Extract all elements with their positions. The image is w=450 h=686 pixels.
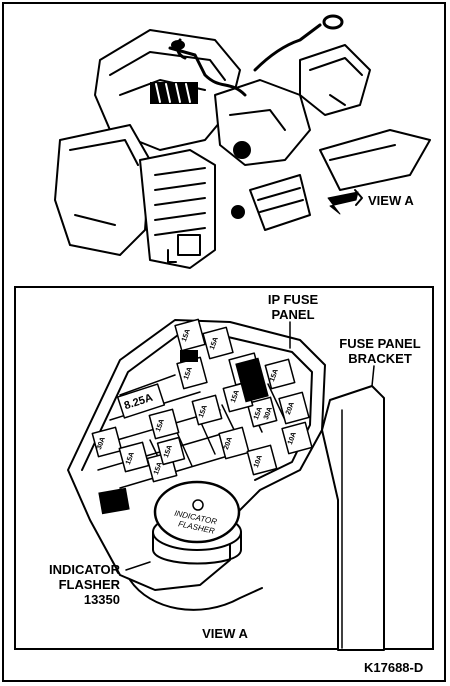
view-a-frame	[14, 286, 434, 650]
fuse-label: 15A	[180, 328, 192, 343]
indicator-flasher-label-3: 13350	[83, 592, 120, 607]
fuse-panel-view	[67, 318, 385, 651]
fuse-label: 8.25A	[122, 391, 155, 413]
fuse-label: 15A	[152, 461, 164, 476]
instrument-panel-overview	[54, 14, 431, 269]
view-a-caption: VIEW A	[202, 626, 248, 641]
fuse-panel-bracket-label-2: BRACKET	[348, 351, 412, 366]
fuse-label: 15A	[162, 444, 174, 459]
fuse-label: 20A	[284, 401, 296, 416]
fuse-label: 15A	[154, 418, 166, 433]
figure-id: K17688-D	[364, 660, 424, 675]
ip-fuse-panel-label-1: IP FUSE	[267, 292, 319, 307]
fuse-panel-bracket-label-1: FUSE PANEL	[339, 336, 421, 351]
fuse-label: 15A	[182, 366, 194, 381]
fuse-label: 10A	[286, 431, 298, 446]
fuse-label: 15A	[197, 404, 209, 419]
fuse-label: 30A	[95, 436, 107, 451]
fuse-label: 20A	[222, 436, 234, 451]
fuse-label: 15A	[229, 389, 241, 404]
fuse-label: 15A	[208, 336, 220, 351]
fuse-label: 15A	[268, 368, 280, 383]
ip-fuse-panel-label-2: PANEL	[271, 307, 315, 322]
fuse-label: 15A	[124, 451, 136, 466]
outer-frame	[2, 2, 446, 682]
view-a-arrow-label: VIEW A	[368, 193, 414, 208]
indicator-flasher-label-1: INDICATOR	[48, 562, 120, 577]
indicator-flasher-label-2: FLASHER	[58, 577, 120, 592]
fuse-label: 10A	[252, 454, 264, 469]
